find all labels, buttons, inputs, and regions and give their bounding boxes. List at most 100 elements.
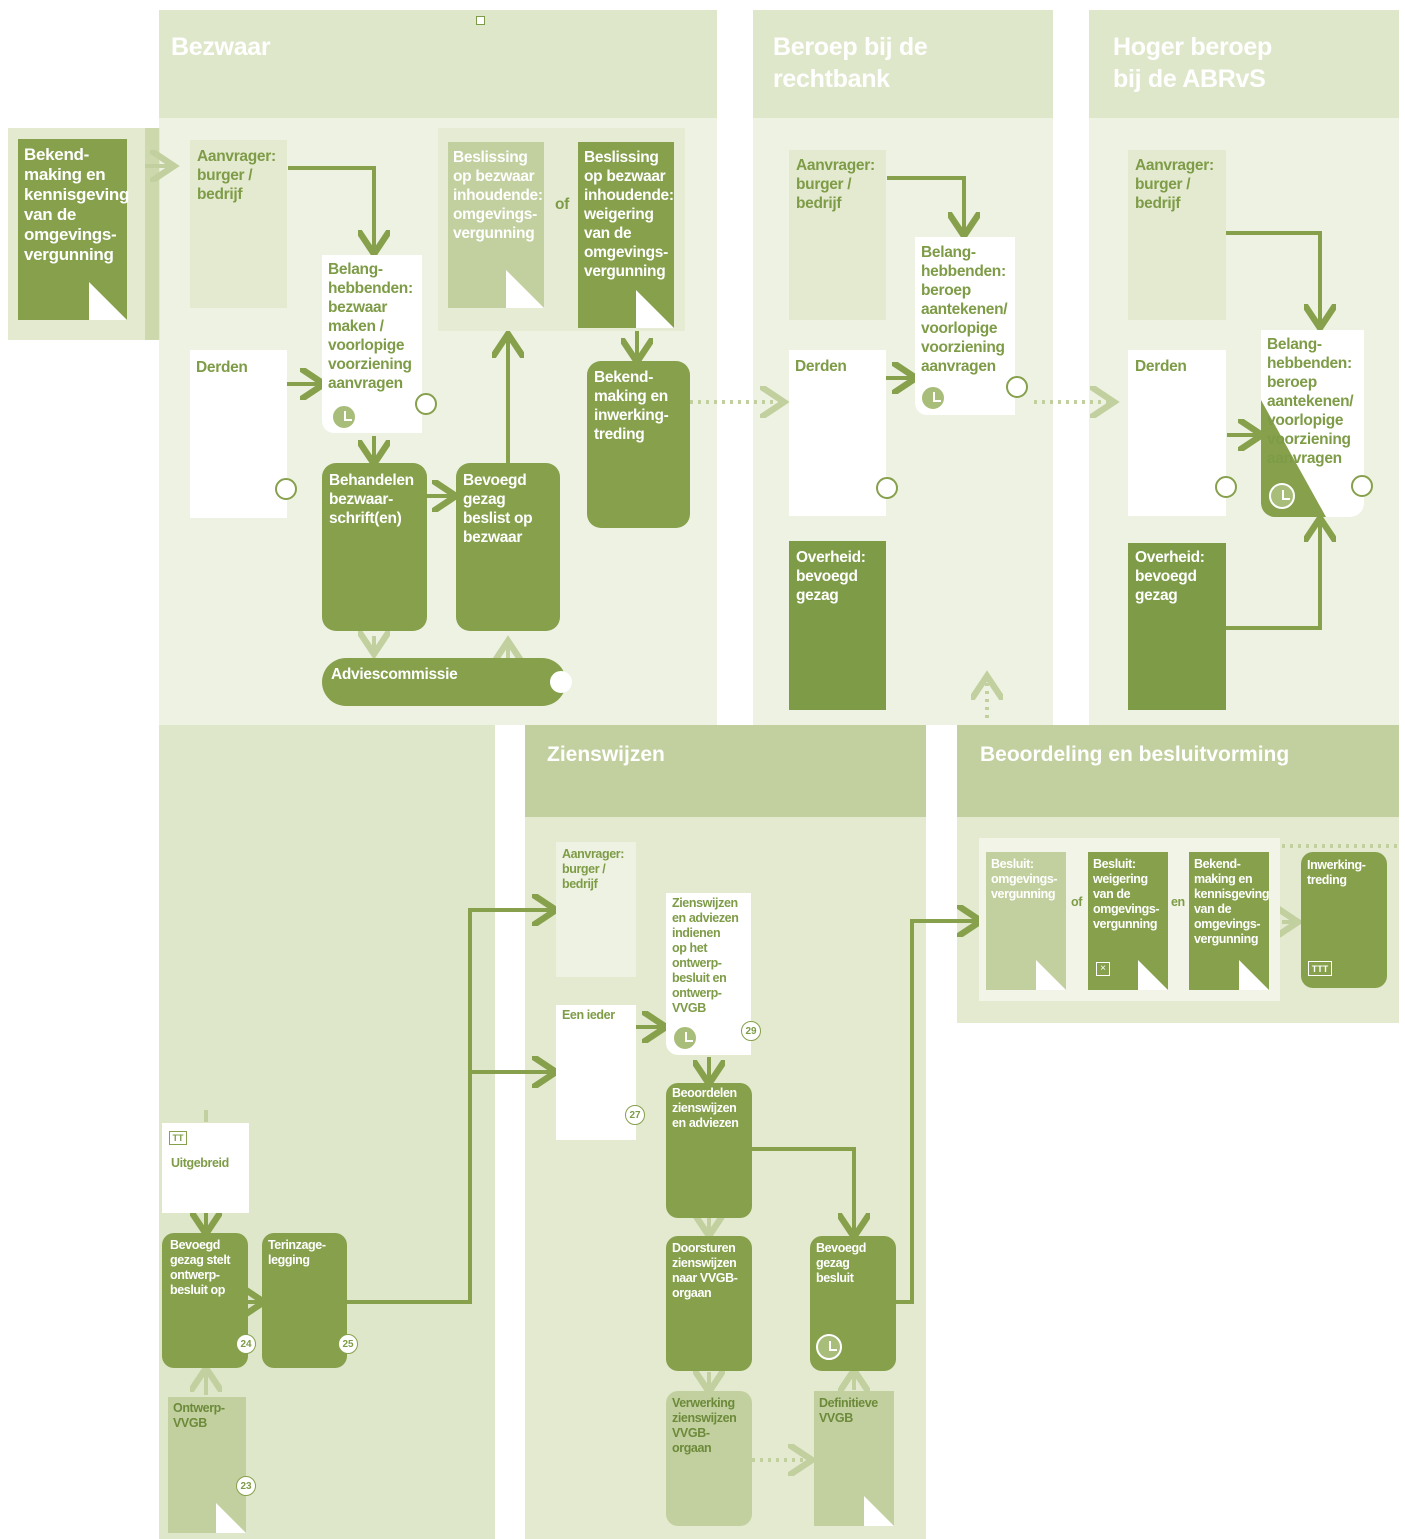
hoger-belang-label: Belang- hebbenden: beroep aantekenen/ vo… — [1267, 336, 1354, 467]
hoger-overheid-label: Overheid: bevoegd gezag — [1135, 549, 1205, 604]
besluit2-doc: Besluit: weigering van de omgevings- ver… — [1088, 852, 1168, 990]
small-square-icon — [476, 16, 485, 25]
zienswijzen-title: Zienswijzen — [547, 743, 665, 766]
of-label-2: of — [1071, 895, 1082, 909]
bezwaar-aanvrager-lane — [190, 140, 287, 308]
beroep-derden-label: Derden — [795, 358, 847, 375]
doorsturen-box — [666, 1236, 752, 1371]
adviescommissie-box — [322, 658, 566, 706]
bezwaar-header — [159, 10, 717, 118]
event-circle-icon — [1006, 376, 1028, 398]
beroep-derden-lane — [789, 350, 886, 516]
ttt-icon: TTT — [1308, 961, 1332, 976]
doorsturen-label: Doorsturen zienswijzen naar VVGB- orgaan — [672, 1241, 738, 1300]
doc-fold-icon — [216, 1503, 246, 1533]
bezwaar-title: Bezwaar — [171, 33, 271, 61]
beroep-belang-label: Belang- hebbenden: beroep aantekenen/ vo… — [921, 244, 1008, 375]
doc-fold-icon — [506, 270, 544, 308]
bezwaar-derden-lane — [190, 350, 287, 518]
line-hoger-overheid — [1226, 522, 1320, 630]
indienen-label: Zienswijzen en adviezen indienen op het … — [672, 896, 739, 1015]
line-bevoegd-besluit — [896, 921, 977, 1304]
doc-fold-icon — [1138, 960, 1168, 990]
event-circle-icon — [1351, 475, 1373, 497]
clock-icon — [816, 1334, 842, 1360]
bezwaar-aanvrager-label: Aanvrager: burger / bedrijf — [197, 148, 276, 203]
bekend-inwerking-box — [587, 361, 690, 528]
beslissing1-label: Beslissing op bezwaar inhoudende: omgevi… — [453, 149, 543, 242]
belang-label: Belang- hebbenden: bezwaar maken / voorl… — [328, 261, 413, 392]
bezwaar-derden-label: Derden — [196, 359, 248, 376]
tt-icon: TT — [169, 1131, 187, 1145]
doc-fold-icon — [636, 290, 674, 328]
bekend-kennis-doc: Bekend- making en kennisgeving van de om… — [1189, 852, 1269, 990]
inwerking-label: Inwerking- treding — [1307, 858, 1366, 887]
start-doc-label: Bekend- making en kennisgeving van de om… — [24, 145, 130, 264]
step-25-badge: 25 — [338, 1334, 358, 1354]
bevoegd-bezwaar-label: Bevoegd gezag beslist op bezwaar — [463, 472, 533, 546]
beroep-aanvrager-label: Aanvrager: burger / bedrijf — [796, 157, 875, 212]
step-23-badge: 23 — [236, 1476, 256, 1496]
line-beroep-aanvrager — [887, 176, 964, 232]
line-beoordelen-bevoegd — [752, 1147, 854, 1233]
event-circle-icon — [415, 393, 437, 415]
verwerking-box — [666, 1391, 752, 1526]
beroep-overheid-lane — [789, 541, 886, 710]
ontwerp-vvgb-label: Ontwerp- VVGB — [173, 1401, 225, 1430]
zien-aanvrager-lane — [556, 842, 636, 977]
doc-fold-icon — [89, 282, 127, 320]
hoger-overheid-lane — [1128, 543, 1226, 710]
step-27-badge: 27 — [625, 1105, 645, 1125]
zienswijzen-header — [525, 725, 926, 817]
beroep-header — [753, 10, 1053, 118]
hoger-aanvrager-lane — [1128, 150, 1226, 320]
en-label: en — [1171, 895, 1185, 909]
uitgebreid-label: Uitgebreid — [171, 1156, 229, 1170]
line-terinzage-zien — [347, 910, 552, 1304]
clock-icon — [920, 385, 946, 411]
clock-icon — [1269, 483, 1295, 509]
step-24-badge: 24 — [236, 1334, 256, 1354]
beroep-overheid-label: Overheid: bevoegd gezag — [796, 549, 866, 604]
line-aanvrager-belang — [288, 166, 374, 250]
cross-box-icon: × — [1096, 962, 1110, 976]
bevoegd-stelt-label: Bevoegd gezag stelt ontwerp- besluit op — [170, 1238, 231, 1297]
bekend-kennis-label: Bekend- making en kennisgeving van de om… — [1194, 857, 1270, 946]
clock-icon — [331, 404, 357, 430]
beoordeling-title: Beoordeling en besluitvorming — [980, 743, 1290, 766]
beslissing2-doc: Beslissing op bezwaar inhoudende: weiger… — [578, 142, 674, 328]
event-circle-icon — [550, 671, 572, 693]
zien-aanvrager-label: Aanvrager: burger / bedrijf — [562, 847, 624, 891]
behandelen-label: Behandelen bezwaar- schrift(en) — [329, 472, 414, 527]
adviescommissie-label: Adviescommissie — [331, 666, 458, 683]
bevoegd-stelt-box — [162, 1233, 248, 1368]
step-29-badge: 29 — [741, 1021, 761, 1041]
beroep-aanvrager-lane — [789, 150, 886, 320]
definitieve-vvgb-label: Definitieve VVGB — [819, 1396, 878, 1425]
terinzage-box — [262, 1233, 347, 1368]
hoger-title: Hoger beroep bij de ABRvS — [1113, 33, 1272, 93]
definitieve-vvgb-doc: Definitieve VVGB — [814, 1391, 894, 1526]
terinzage-label: Terinzage- legging — [268, 1238, 326, 1267]
doc-fold-icon — [1239, 960, 1269, 990]
doc-fold-icon — [864, 1496, 894, 1526]
zien-eenieder-lane — [556, 1005, 636, 1140]
uitgebreid-box — [162, 1123, 249, 1213]
event-circle-icon — [1215, 476, 1237, 498]
doc-fold-icon — [1036, 960, 1066, 990]
zien-eenieder-label: Een ieder — [562, 1008, 615, 1022]
event-circle-icon — [876, 477, 898, 499]
beoordelen-box — [666, 1083, 752, 1218]
besluit2-label: Besluit: weigering van de omgevings- ver… — [1093, 857, 1160, 931]
ontwerp-vvgb-doc: Ontwerp- VVGB — [168, 1397, 246, 1533]
clock-icon — [672, 1025, 698, 1051]
event-circle-icon — [275, 478, 297, 500]
besluit1-doc: Besluit: omgevings- vergunning — [986, 852, 1066, 990]
beslissing1-doc: Beslissing op bezwaar inhoudende: omgevi… — [448, 142, 544, 308]
hoger-header — [1089, 10, 1399, 118]
bevoegd-bezwaar-box — [456, 463, 560, 631]
belang-doc — [322, 255, 422, 433]
bekend-inwerking-label: Bekend- making en inwerking- treding — [594, 369, 669, 443]
line-hoger-aanvrager — [1226, 231, 1320, 324]
